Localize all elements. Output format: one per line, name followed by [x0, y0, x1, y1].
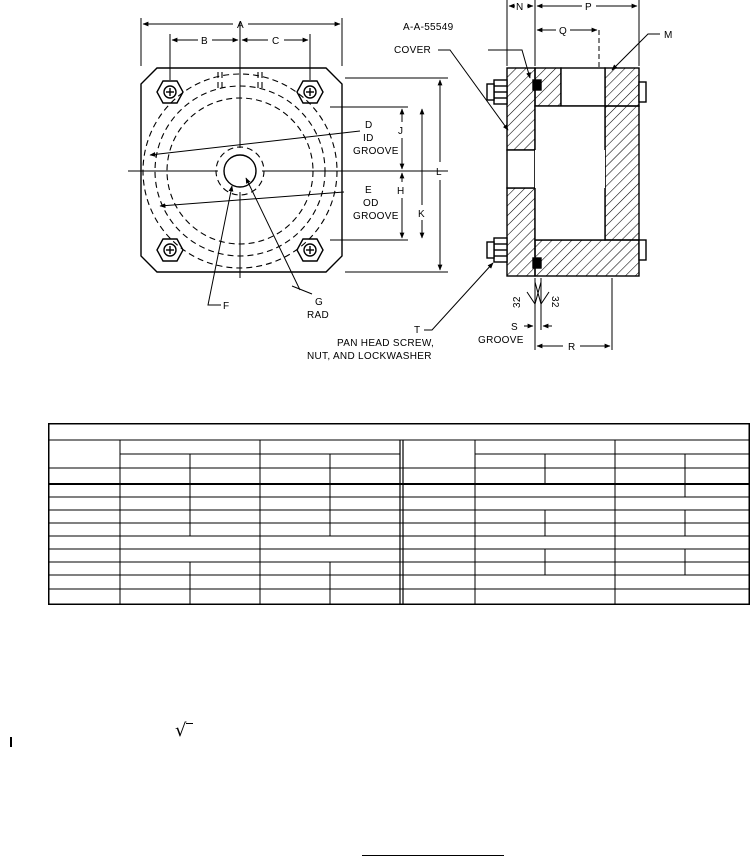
front-view-labels: A B C D ID GROOVE E OD GROOVE J H K L F …	[201, 20, 442, 321]
center-bore	[223, 154, 257, 188]
rad-callout: RAD	[307, 310, 329, 321]
bore-gap	[506, 149, 536, 189]
section-view-labels: N P Q M A-A-55549 COVER 32 32 S GROOVE R…	[307, 2, 673, 362]
label-c: C	[272, 36, 280, 47]
label-a: A	[237, 20, 244, 31]
o-ring-top	[532, 79, 542, 91]
screw-callout-line1: PAN HEAD SCREW,	[337, 338, 434, 349]
groove-e-callout: GROOVE	[353, 211, 399, 222]
label-j: J	[398, 126, 403, 137]
label-h: H	[397, 186, 405, 197]
label-b: B	[201, 36, 208, 47]
label-d: D	[365, 120, 373, 131]
bolt-bottom-right	[638, 239, 647, 261]
body-top-wall-right	[604, 67, 640, 107]
id-callout: ID	[363, 133, 374, 144]
section-view	[486, 30, 647, 277]
bolt-top-right	[638, 81, 647, 103]
label-k: K	[418, 209, 425, 220]
front-view	[128, 18, 448, 306]
label-f: F	[223, 301, 229, 312]
margin-change-bar	[10, 737, 12, 747]
plate-outline	[140, 67, 343, 273]
od-callout: OD	[363, 198, 379, 209]
label-t: T	[414, 325, 420, 336]
technical-drawing: A B C D ID GROOVE E OD GROOVE J H K L F …	[128, 0, 673, 362]
cover-plate-lower	[506, 187, 536, 277]
screw-callout-line2: NUT, AND LOCKWASHER	[307, 351, 432, 362]
finish-mark-left: 32	[512, 296, 523, 308]
groove-s-callout: GROOVE	[478, 335, 524, 346]
nut-top-right	[296, 80, 324, 104]
nut-bottom-right	[296, 238, 324, 262]
root-symbol: √	[175, 720, 187, 741]
table-border	[48, 423, 750, 605]
o-ring-bottom	[532, 257, 542, 269]
root-symbol-overbar	[186, 723, 193, 724]
body-bottom-wall	[534, 239, 640, 277]
label-g: G	[315, 297, 323, 308]
label-p: P	[585, 2, 592, 13]
groove-d-callout: GROOVE	[353, 146, 399, 157]
footer-rule	[362, 855, 504, 856]
cover-plate-upper	[506, 67, 536, 151]
port-channel	[560, 67, 606, 107]
nut-bottom-left	[156, 238, 184, 262]
inner-dashed-circle	[215, 146, 265, 196]
label-n: N	[516, 2, 524, 13]
label-q: Q	[559, 26, 567, 37]
label-s: S	[511, 322, 518, 333]
label-m: M	[664, 30, 673, 41]
cover-callout: COVER	[394, 45, 431, 56]
dimension-table	[48, 423, 750, 605]
nut-top-left	[156, 80, 184, 104]
label-l: L	[436, 167, 442, 178]
body-right-wall	[604, 105, 640, 241]
section-view-dimensions	[424, 0, 660, 350]
spec-callout: A-A-55549	[403, 22, 454, 33]
label-e: E	[365, 185, 372, 196]
inner-bore	[535, 150, 605, 188]
bolt-bottom-left	[486, 237, 508, 263]
bolt-top-left	[486, 79, 508, 105]
label-r: R	[568, 342, 576, 353]
finish-mark-right: 32	[549, 296, 560, 308]
